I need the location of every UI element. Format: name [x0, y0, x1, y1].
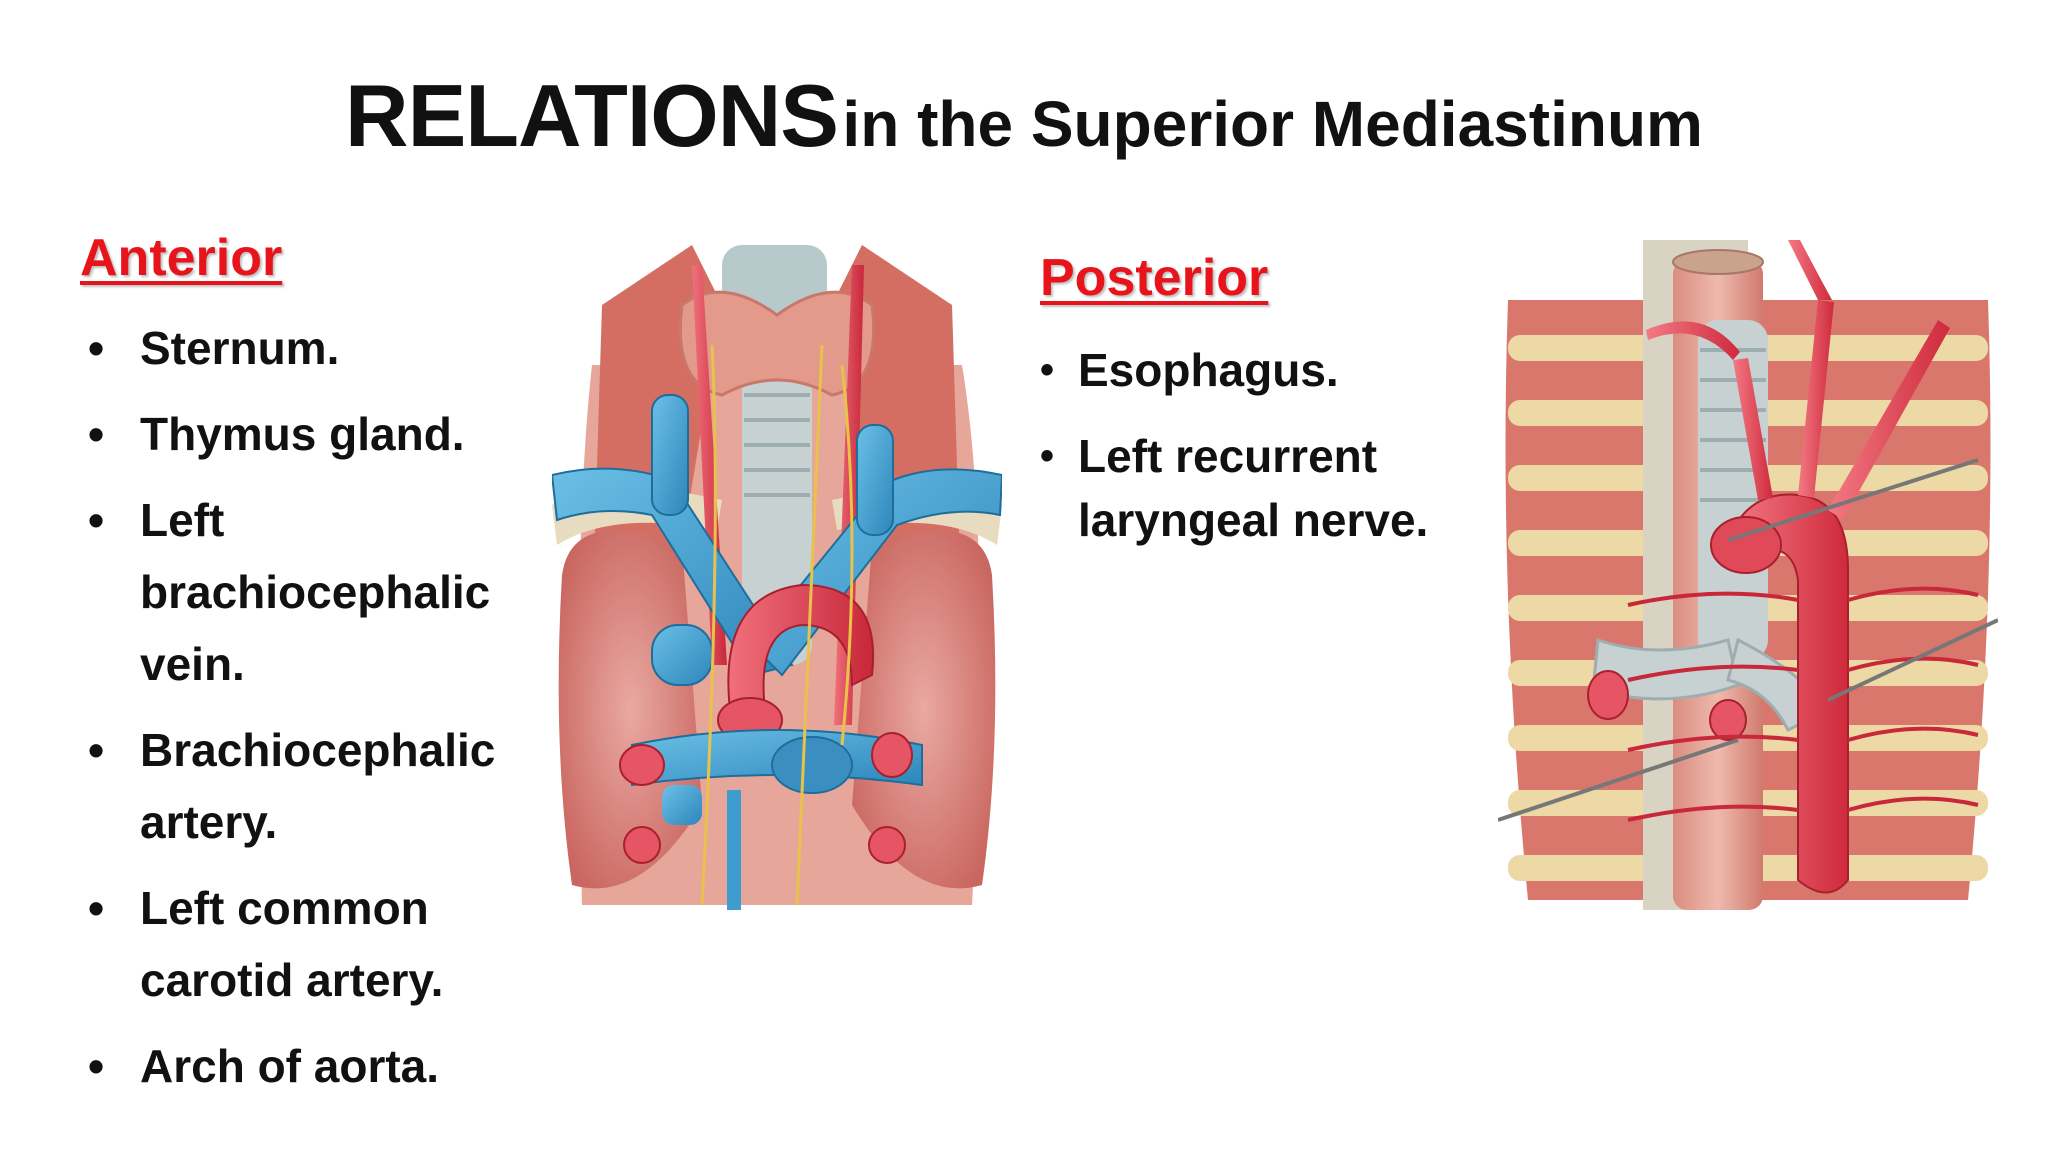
- title-main: RELATIONS: [345, 66, 839, 165]
- posterior-list: •Esophagus. •Left recurrent laryngeal ne…: [1040, 338, 1460, 574]
- list-item: •Thymus gland.: [82, 398, 562, 470]
- list-item: •Arch of aorta.: [82, 1030, 562, 1102]
- list-item: •Esophagus.: [1040, 338, 1460, 402]
- list-item: •Brachiocephalic artery.: [82, 714, 580, 858]
- bullet-icon: •: [88, 494, 105, 546]
- bullet-icon: •: [1040, 348, 1055, 392]
- anterior-mediastinum-illustration: [552, 245, 1002, 910]
- list-item: •Left recurrent laryngeal nerve.: [1040, 424, 1460, 552]
- bullet-icon: •: [1040, 434, 1055, 478]
- anterior-list: •Sternum. •Thymus gland. •Left brachioce…: [82, 312, 562, 1116]
- bullet-icon: •: [88, 724, 105, 776]
- list-item: •Sternum.: [82, 312, 562, 384]
- bullet-icon: •: [88, 408, 105, 460]
- posterior-mediastinum-illustration: [1498, 240, 1998, 910]
- list-item: •Left brachiocephalic vein.: [82, 484, 580, 700]
- anterior-heading: Anterior: [80, 229, 283, 287]
- bullet-icon: •: [88, 322, 105, 374]
- bullet-icon: •: [88, 1040, 105, 1092]
- title-rest: in the Superior Mediastinum: [842, 88, 1703, 160]
- list-item: •Left common carotid artery.: [82, 872, 580, 1016]
- posterior-heading: Posterior: [1040, 249, 1269, 307]
- slide-title: RELATIONS in the Superior Mediastinum: [0, 72, 2048, 160]
- bullet-icon: •: [88, 882, 105, 934]
